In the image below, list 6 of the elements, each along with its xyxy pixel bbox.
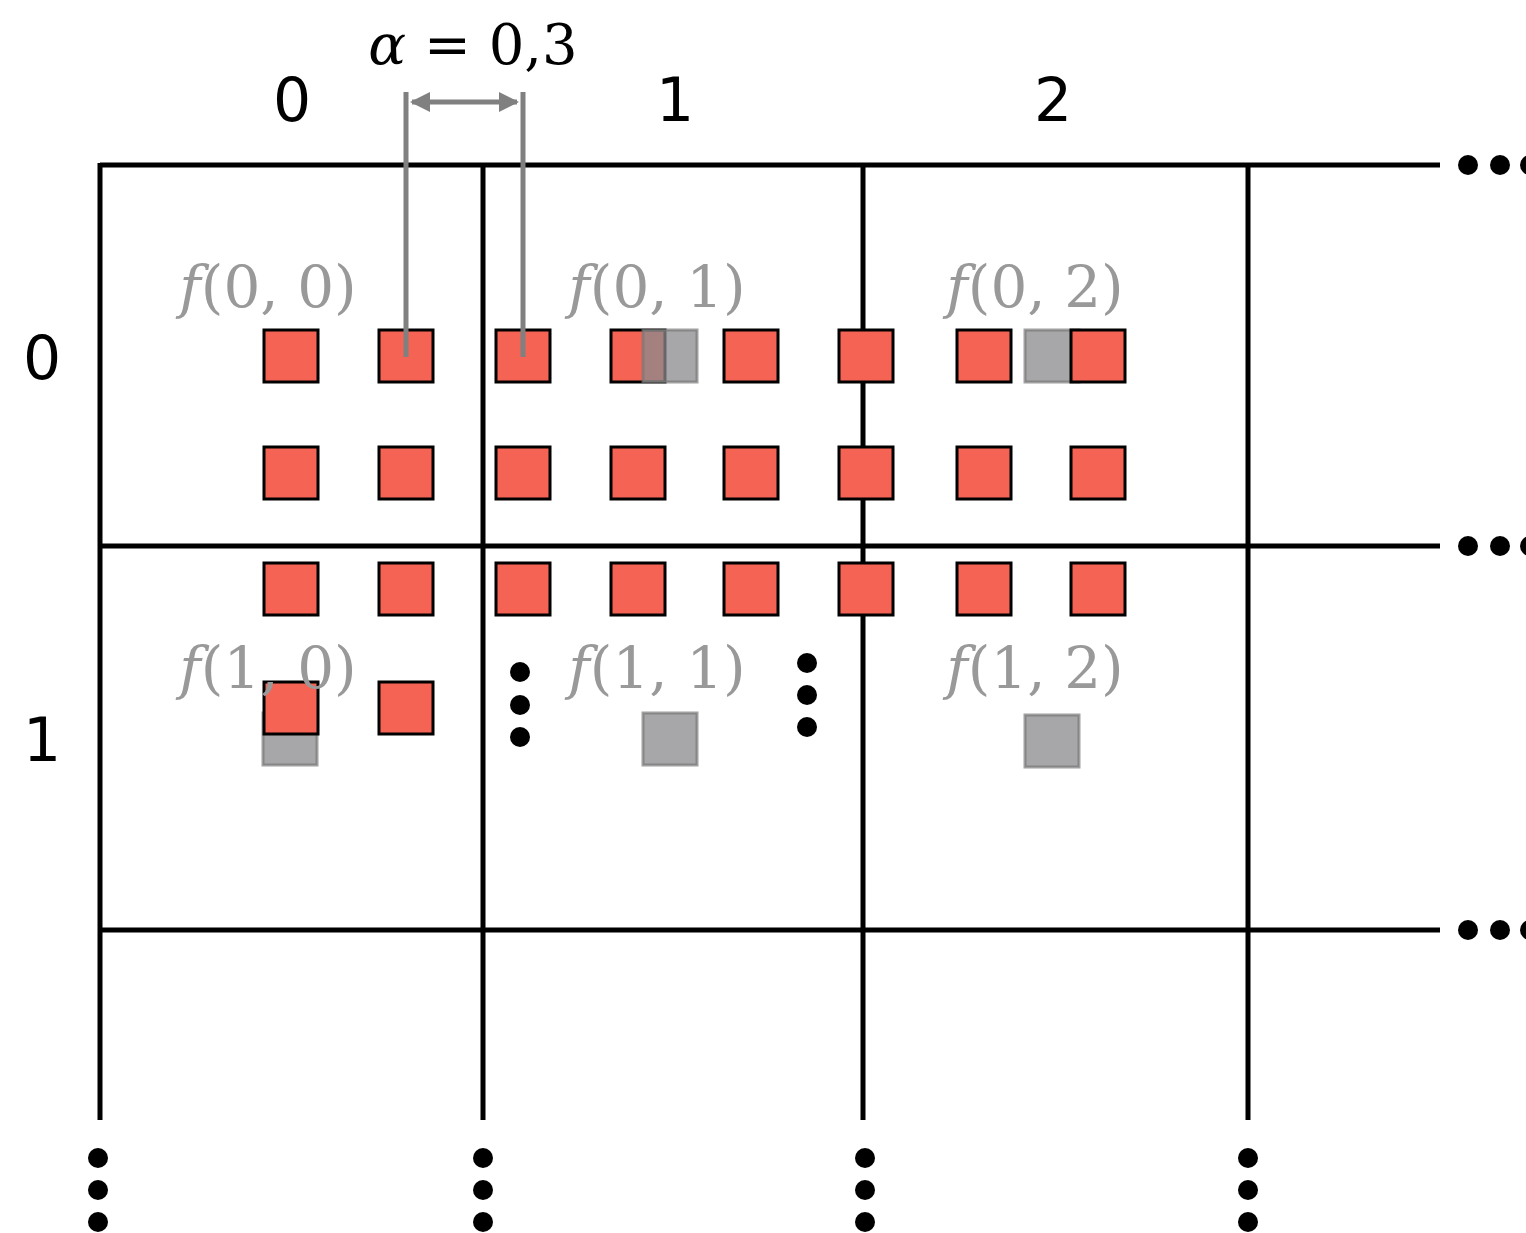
row-index: 1 (22, 710, 62, 770)
row-index: 0 (22, 328, 62, 388)
column-index: 0 (272, 70, 312, 130)
alpha-value: α = 0,3 (368, 17, 578, 73)
column-index: 1 (655, 70, 695, 130)
column-index: 2 (1033, 70, 1073, 130)
